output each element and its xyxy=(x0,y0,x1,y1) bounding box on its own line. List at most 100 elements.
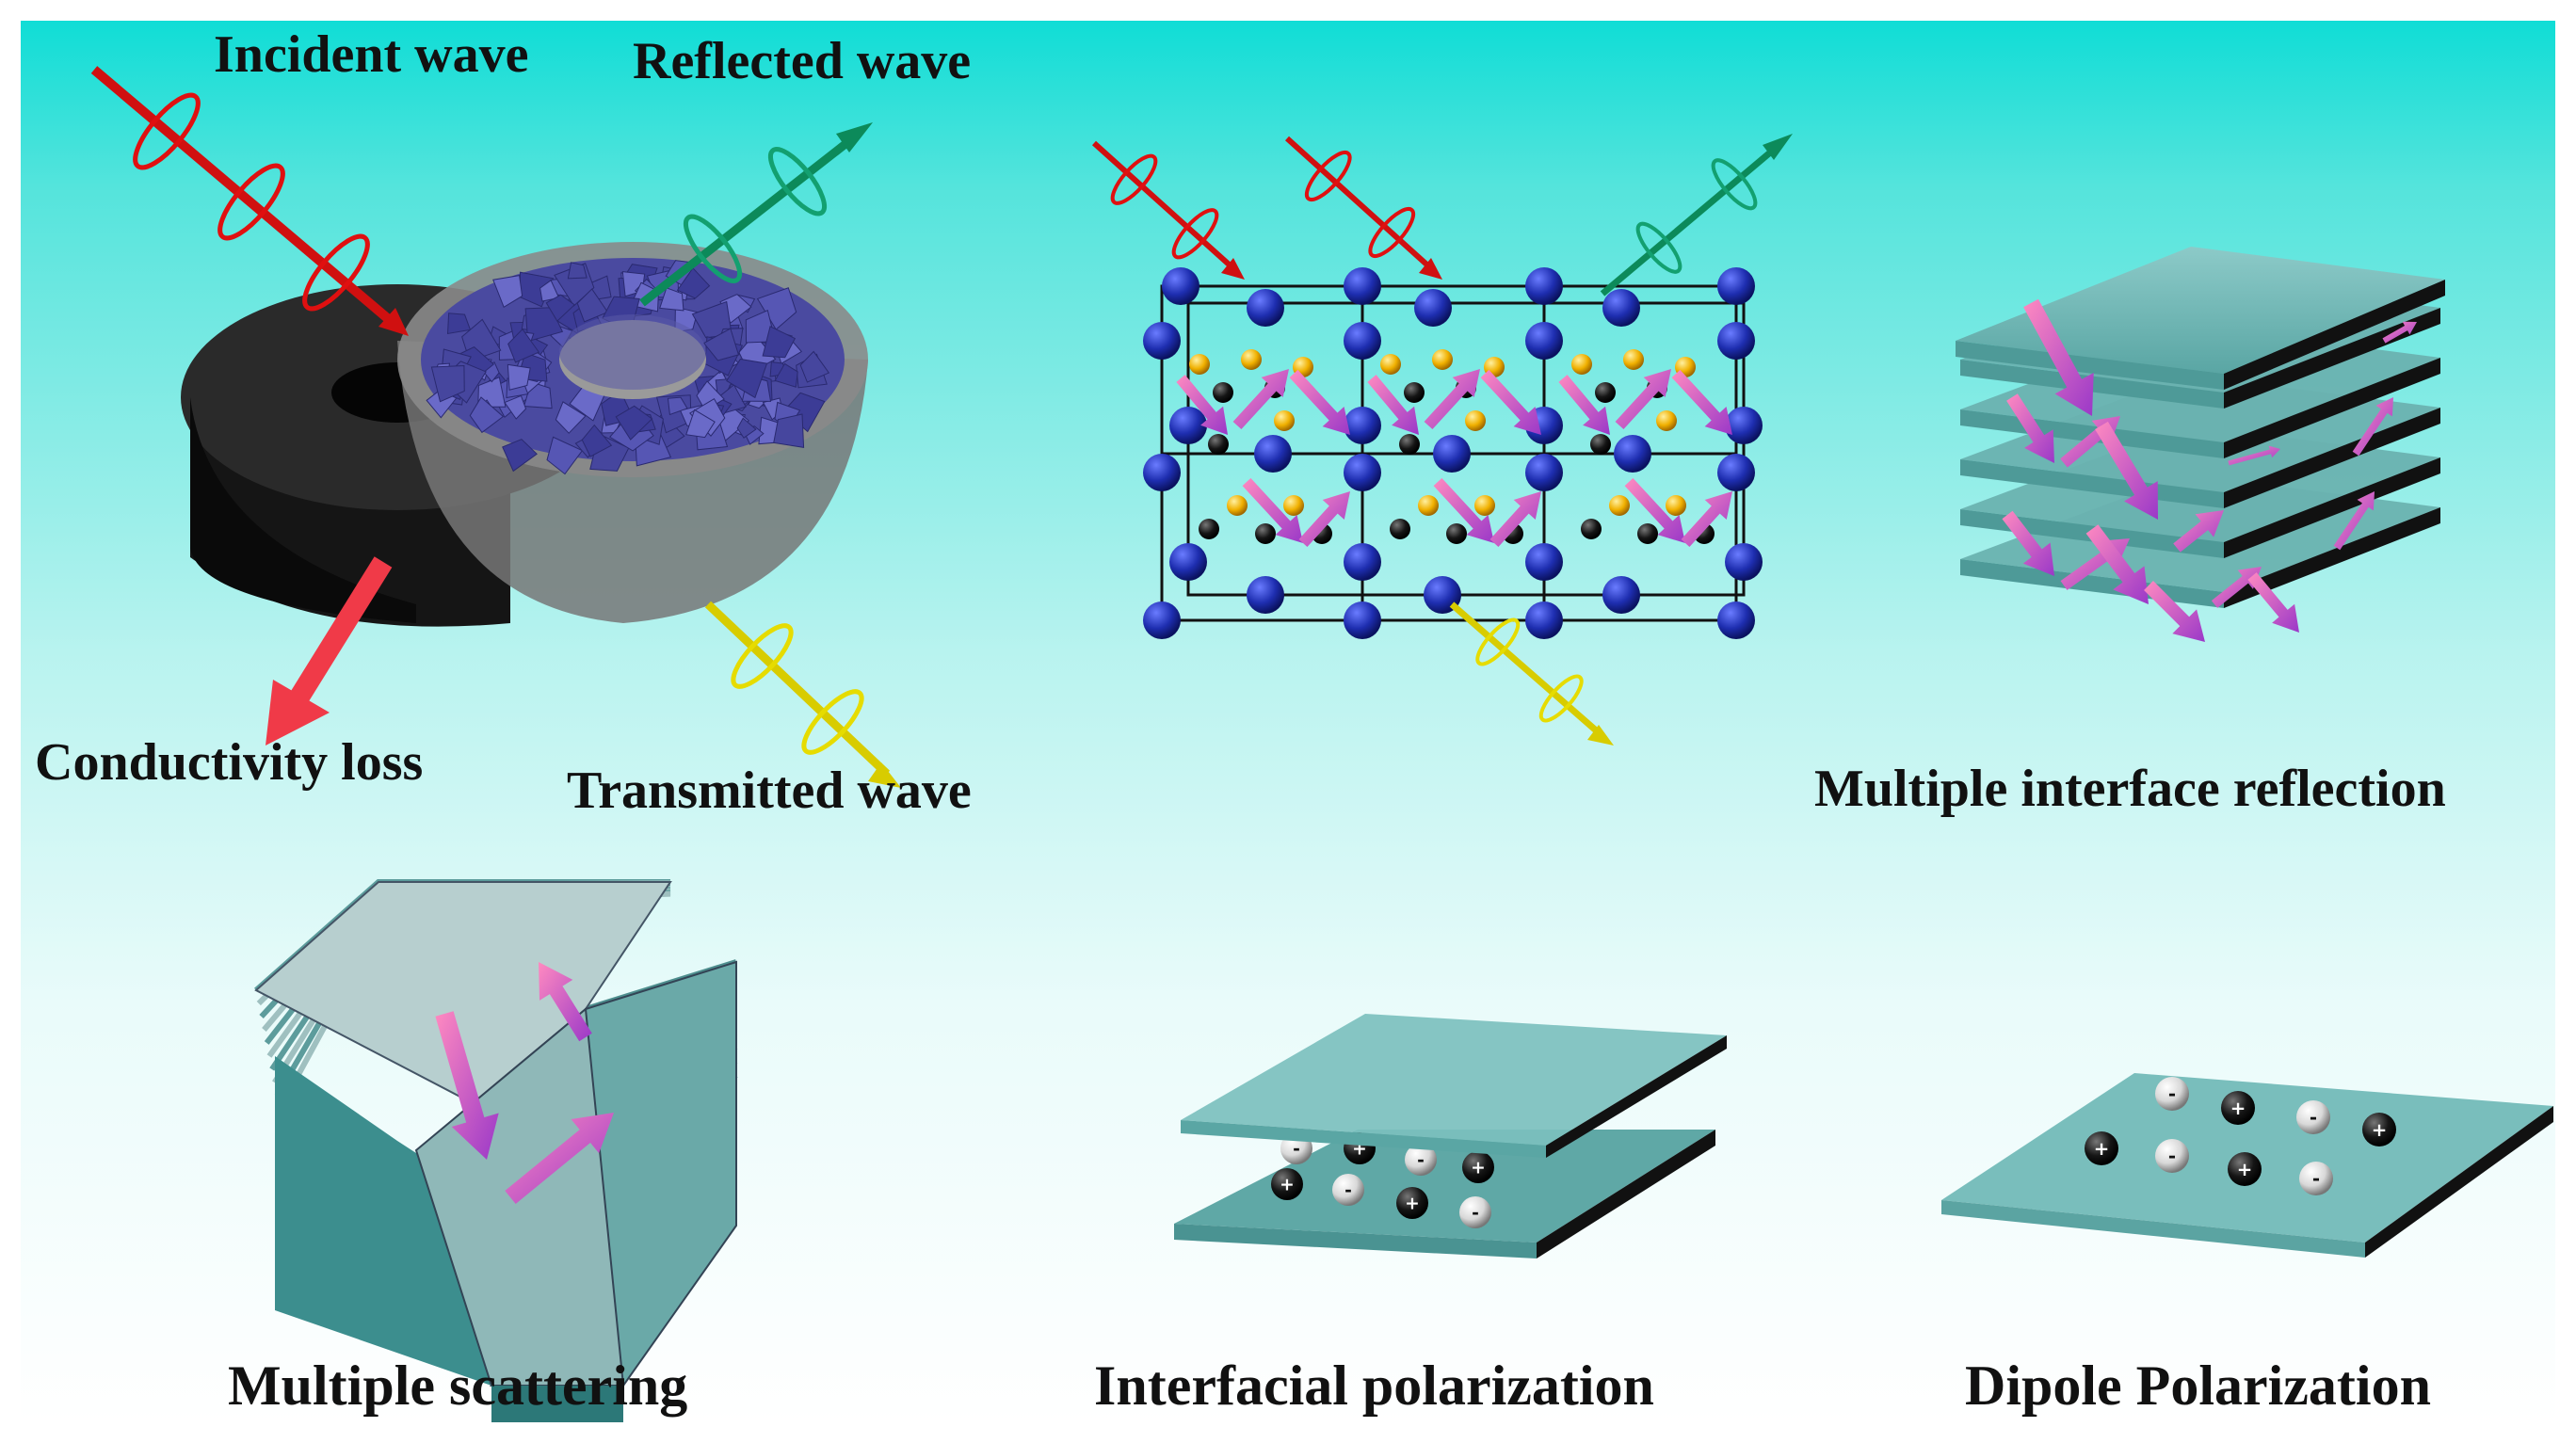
atom-small-gold xyxy=(1623,349,1644,370)
negative-charge-symbol: - xyxy=(1344,1180,1352,1200)
positive-charge xyxy=(2085,1131,2118,1165)
atom-large xyxy=(1525,601,1563,639)
atom-small-black xyxy=(1390,519,1410,539)
atom-large xyxy=(1725,407,1763,444)
interfacial-polarization-label: Interfacial polarization xyxy=(1094,1355,1654,1417)
wave-ring xyxy=(217,163,285,241)
scatter-arrow xyxy=(1242,477,1303,543)
conductivity-loss-arrow xyxy=(266,556,393,746)
dipole-polarization-label: Dipole Polarization xyxy=(1965,1355,2431,1417)
wave-ring xyxy=(801,689,864,755)
atom-large xyxy=(1344,322,1381,360)
negative-charge xyxy=(2296,1100,2330,1134)
scatter-arrow xyxy=(1558,375,1610,435)
petal xyxy=(676,267,711,299)
atom-small-gold xyxy=(1274,410,1295,431)
petal xyxy=(659,287,684,312)
negative-charge-symbol: - xyxy=(2310,1107,2317,1129)
positive-charge-symbol: + xyxy=(1405,1194,1420,1213)
positive-charge-symbol: + xyxy=(1471,1158,1486,1178)
stack-top-front xyxy=(1956,341,2224,390)
negative-charge xyxy=(2299,1162,2333,1195)
scattering-arrow-diag xyxy=(505,1113,614,1204)
atom-large xyxy=(1614,435,1651,473)
atom-small-black xyxy=(1399,434,1420,455)
petal xyxy=(446,313,472,335)
scatter-arrow xyxy=(1176,375,1228,435)
stack-scatter-arrow xyxy=(2247,572,2299,633)
atom-small-black xyxy=(1208,434,1229,455)
positive-charge-symbol: + xyxy=(2372,1119,2388,1141)
positive-charge xyxy=(2221,1091,2255,1125)
stack-layer-edge xyxy=(2224,457,2440,558)
petal xyxy=(581,424,613,457)
atom-small-black xyxy=(1446,523,1467,544)
lattice-incident-wave-2 xyxy=(1284,136,1442,280)
negative-charge-symbol: - xyxy=(1293,1139,1300,1159)
atom-small-gold xyxy=(1380,354,1401,375)
positive-charge-symbol: + xyxy=(2094,1138,2110,1160)
scattering-top-face xyxy=(254,881,672,1105)
wave-ring xyxy=(731,623,794,689)
negative-charge-symbol: - xyxy=(1417,1150,1425,1170)
wave-ring xyxy=(1110,153,1158,205)
stack-layer-edge xyxy=(2224,507,2440,608)
atom-small-black xyxy=(1404,382,1425,403)
atom-small-black xyxy=(1581,519,1602,539)
scattering-arrow-up xyxy=(539,962,592,1042)
atom-small-gold xyxy=(1241,349,1262,370)
scatter-arrow xyxy=(1232,369,1289,430)
atom-small-gold xyxy=(1227,495,1248,516)
atom-large xyxy=(1525,322,1563,360)
stack-scatter-arrow xyxy=(2002,510,2054,576)
petal xyxy=(691,300,733,339)
positive-charge xyxy=(2228,1152,2262,1186)
negative-charge xyxy=(1405,1144,1437,1176)
atom-large xyxy=(1254,435,1292,473)
stack-layer-front xyxy=(1960,459,2224,508)
atom-large xyxy=(1414,289,1452,327)
reflected-wave-label: Reflected wave xyxy=(633,32,972,90)
stack-scatter-arrow xyxy=(2228,445,2280,466)
atom-small-black xyxy=(1199,519,1219,539)
wave-ring xyxy=(1304,150,1352,202)
atom-large xyxy=(1344,267,1381,305)
multiple-scattering-label: Multiple scattering xyxy=(228,1355,688,1417)
scattering-arrows xyxy=(435,962,614,1204)
atom-large xyxy=(1169,543,1207,581)
scattering-arrow-down xyxy=(435,1011,499,1160)
scatter-arrow xyxy=(1624,477,1685,543)
stack-scatter-arrow xyxy=(2095,421,2158,520)
wave-ring xyxy=(683,214,743,283)
wave-ring xyxy=(302,233,370,312)
scatter-arrow xyxy=(1480,369,1541,435)
petal xyxy=(774,362,798,388)
atom-large xyxy=(1344,454,1381,491)
atom-large xyxy=(1247,289,1284,327)
petal xyxy=(430,364,465,403)
atom-small-black xyxy=(1213,382,1233,403)
transmitted-wave-helix xyxy=(731,623,864,755)
lattice-atoms xyxy=(1143,267,1763,639)
stack-scatter-arrow xyxy=(2006,393,2054,463)
negative-charge-symbol: - xyxy=(2168,1083,2176,1105)
stack-layer-edge xyxy=(2224,358,2440,458)
atom-small-black xyxy=(1595,382,1616,403)
wave-ring xyxy=(1711,158,1758,211)
mechanism-diagram: -+-++-+- -+-++-+- Incident wave Reflecte… xyxy=(21,21,2555,1422)
petal xyxy=(507,328,540,363)
stack-scatter-arrow xyxy=(2173,510,2224,553)
stack-layer-edge xyxy=(2224,408,2440,508)
conductivity-loss-label: Conductivity loss xyxy=(35,733,424,792)
atom-small-gold xyxy=(1656,410,1677,431)
atom-large xyxy=(1717,322,1755,360)
atom-large xyxy=(1602,289,1640,327)
stack-scatter-arrow xyxy=(2211,567,2262,608)
petal xyxy=(702,328,740,361)
stack-scatter-arrow xyxy=(2333,491,2375,551)
wave-ring xyxy=(767,147,828,216)
atom-small-gold xyxy=(1418,495,1439,516)
incident-wave-helix xyxy=(133,92,370,312)
negative-charge xyxy=(1332,1174,1364,1206)
scatter-arrow xyxy=(1289,369,1350,435)
